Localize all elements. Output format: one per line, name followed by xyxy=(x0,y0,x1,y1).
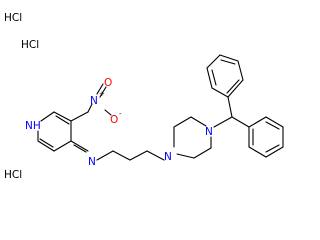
benzhydryl-center xyxy=(213,96,250,128)
amine-n-label: N xyxy=(88,156,96,168)
piperazine-n2-label: N xyxy=(205,126,213,138)
phenyl-ring-right xyxy=(248,116,284,158)
nitro-o-charge: - xyxy=(119,110,122,118)
nitro-n-charge: + xyxy=(99,90,105,98)
hcl-label-3: HCl xyxy=(4,169,22,181)
piperazine-n1-label: N xyxy=(164,151,172,163)
phenyl-ring-upper xyxy=(206,54,244,98)
nitro-n-label: N xyxy=(90,95,98,107)
molecule-structure: HCl HCl HCl NH N + O O - N N xyxy=(4,12,284,181)
hcl-label-1: HCl xyxy=(4,12,22,24)
pyridine-ring xyxy=(37,111,89,153)
nitro-o-double-label: O xyxy=(104,77,112,89)
nitro-o-minus-label: O xyxy=(110,114,118,126)
hcl-label-2: HCl xyxy=(21,39,39,51)
ring-nh-label: NH xyxy=(25,120,41,132)
piperazine-ring xyxy=(173,116,212,159)
nitro-group: N + O O - xyxy=(87,77,122,126)
ethyl-linker xyxy=(96,150,165,161)
